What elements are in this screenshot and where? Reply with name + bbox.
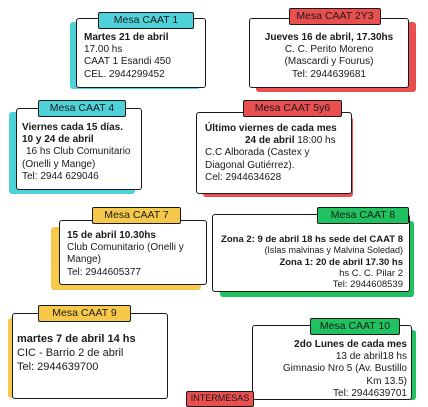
- card-title: Mesa CAAT 7: [92, 207, 181, 224]
- card-place: C. C. Perito Moreno: [284, 44, 374, 56]
- card-title: Mesa CAAT 5y6: [243, 100, 342, 117]
- card-address: Diagonal Gutiérrez).: [205, 159, 295, 171]
- card-schedule: 2do Lunes de cada mes: [294, 339, 407, 350]
- card-phone: Cel: 2944634628: [205, 171, 282, 183]
- card-place: Club Comunitario (Onelli y: [67, 242, 184, 254]
- card-address: Km 13.5): [366, 375, 407, 387]
- card-schedule: Viernes cada 15 días.: [22, 122, 123, 133]
- card-phone: Tel: 2944639700: [17, 361, 99, 373]
- card-date: Martes 21 de abril: [84, 32, 169, 43]
- card-body: Martes 21 de abril 17.00 hs CAAT 1 Esand…: [76, 18, 206, 88]
- card-phone: Tel: 2944608539: [332, 279, 403, 291]
- card-zone-2-address: (Islas malvinas y Malvina Soledad): [264, 245, 403, 256]
- card-schedule: Último viernes de cada mes: [205, 123, 337, 134]
- card-address: (Mascardi y Fourus): [284, 56, 374, 68]
- card-place: CIC - Barrio 2 de abril: [17, 347, 124, 359]
- card-address: (Onelli y Mange): [22, 158, 96, 170]
- card-phone: CEL. 2944299452: [84, 68, 165, 80]
- card-address: Mange): [67, 254, 101, 266]
- card-body: Zona 2: 9 de abril 18 hs sede del CAAT 8…: [212, 214, 410, 292]
- card-date: 10 y 24 de abril: [22, 134, 94, 146]
- card-phone: Tel: 2944639681: [292, 68, 366, 80]
- card-title: Mesa CAAT 1: [98, 12, 194, 29]
- card-title: Mesa CAAT 2Y3: [289, 8, 381, 25]
- card-date: 13 de abril18 hs: [335, 351, 407, 363]
- card-date: martes 7 de abril 14 hs: [17, 333, 136, 345]
- card-date: 15 de abril 10.30hs: [67, 230, 156, 241]
- card-body: Viernes cada 15 días. 10 y 24 de abril 1…: [16, 108, 142, 190]
- card-zone-1: Zona 1: 20 de abril 17.30 hs: [279, 256, 403, 268]
- card-phone: Tel: 2944639701: [333, 387, 407, 399]
- card-title: Mesa CAAT 4: [38, 100, 126, 117]
- card-body: 2do Lunes de cada mes 13 de abril18 hs G…: [252, 325, 412, 400]
- card-body: 15 de abril 10.30hs Club Comunitario (On…: [59, 220, 207, 285]
- card-place: 16 hs Club Comunitario: [26, 146, 131, 158]
- card-phone: Tel: 2944 629046: [22, 170, 99, 182]
- card-title: Mesa CAAT 10: [310, 318, 400, 335]
- card-time: 17.00 hs: [84, 44, 123, 56]
- card-place: CAAT 1 Esandi 450: [84, 56, 171, 68]
- card-title: Mesa CAAT 8: [317, 207, 409, 224]
- card-time: 18:00 hs: [294, 135, 336, 147]
- card-title: Mesa CAAT 9: [38, 305, 131, 322]
- intermesas-tab: INTERMESAS: [186, 391, 254, 407]
- card-body: Jueves 16 de abril, 17.30hs C. C. Perito…: [249, 18, 409, 88]
- card-place: C.C Alborada (Castex y: [205, 147, 310, 159]
- card-body: Último viernes de cada mes 24 de abril 1…: [196, 112, 352, 194]
- card-place: Gimnasio Nro 5 (Av. Bustillo: [282, 363, 407, 375]
- card-body: martes 7 de abril 14 hs CIC - Barrio 2 d…: [12, 313, 168, 399]
- card-phone: Tel: 2944605377: [67, 266, 141, 278]
- card-zone-2: Zona 2: 9 de abril 18 hs sede del CAAT 8: [221, 234, 403, 245]
- card-date: 24 de abril: [245, 135, 295, 147]
- card-zone-1-place: hs C. C. Pilar 2: [339, 267, 403, 279]
- card-date: Jueves 16 de abril, 17.30hs: [264, 32, 394, 43]
